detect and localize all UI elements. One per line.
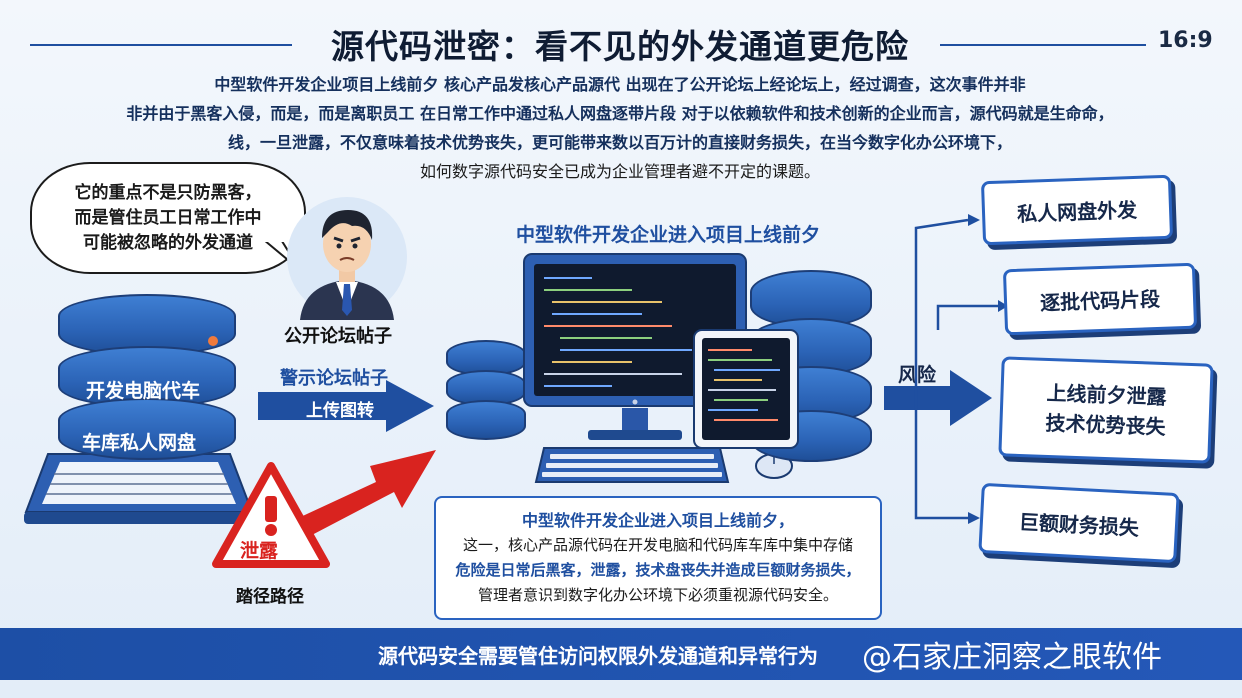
risk-box-text: 技术优势丧失 (1045, 410, 1166, 440)
bubble-line: 它的重点不是只防黑客， (74, 182, 262, 203)
bubble-line: 可能被忽略的外发通道 (83, 232, 253, 253)
keyboard-icon (534, 447, 730, 483)
intro-line: 中型软件开发企业项目上线前夕 核心产品发核心产品源代 出现在了公开论坛上经论坛上… (214, 75, 1026, 94)
branch-connector-icon (914, 214, 1008, 524)
database-label: 车库私人网盘 (82, 432, 197, 454)
database-disk (58, 346, 236, 408)
blue-arrow-right-icon (258, 380, 434, 432)
intro-line: 线，一旦泄露，不仅意味着技术优势丧失，更可能带来数以百万计的直接财务损失，在当今… (227, 133, 1012, 152)
warning-sign-text: 泄露 (240, 540, 279, 562)
footer-bar (0, 628, 1242, 680)
small-database-disk (446, 400, 526, 440)
tablet-icon (693, 329, 799, 449)
database-disk (58, 398, 236, 460)
businessman-avatar-icon (287, 197, 407, 320)
database-label: 开发电脑代车 (86, 380, 201, 402)
summary-line: 危险是日常后黑客，泄露，技术盘丧失并造成巨额财务损失， (455, 561, 861, 579)
risk-box-tech-loss: 上线前夕泄露 技术优势丧失 (998, 356, 1214, 464)
page-title: 源代码泄密：看不见的外发通道更危险 (331, 27, 909, 66)
intro-line: 非并由于黑客入侵，而是，而是离职员工 在日常工作中通过私人网盘逐带片段 对于以依… (126, 104, 1114, 123)
header-rule-right (940, 44, 1146, 46)
footer-text: 源代码安全需要管住访问权限外发通道和异常行为 (378, 644, 818, 668)
person-caption: 公开论坛帖子 (284, 326, 392, 347)
warning-caption: 踏径路径 (236, 587, 304, 607)
header-rule-left (30, 44, 292, 46)
risk-box-text: 巨额财务损失 (1018, 509, 1140, 540)
risk-arrow-icon (884, 370, 992, 426)
upload-arrow-text: 上传图转 (306, 401, 374, 421)
risk-box-financial-loss: 巨额财务损失 (978, 482, 1180, 564)
intro-line: 如何数字源代码安全已成为企业管理者避不开定的课题。 (419, 162, 820, 181)
summary-line: 中型软件开发企业进入项目上线前夕， (521, 511, 794, 530)
red-arrow-icon (294, 450, 436, 536)
center-title: 中型软件开发企业进入项目上线前夕 (516, 224, 821, 246)
laptop-icon (24, 453, 254, 524)
warning-triangle-icon (212, 462, 330, 568)
watermark-text: @石家庄洞察之眼软件 (862, 640, 1162, 675)
risk-box-text: 上线前夕泄露 (1046, 380, 1167, 410)
database-status-light-icon (208, 336, 218, 346)
bubble-line: 而是管住员工日常工作中 (74, 207, 262, 228)
risk-box-text: 私人网盘外发 (1016, 197, 1138, 226)
risk-box-code-fragments: 逐批代码片段 (1002, 262, 1198, 336)
summary-box: 中型软件开发企业进入项目上线前夕， 这一，核心产品源代码在开发电脑和代码库车库中… (434, 496, 882, 620)
aspect-ratio-label: 16:9 (1158, 28, 1213, 53)
risk-box-text: 逐批代码片段 (1039, 286, 1161, 315)
database-disk (58, 294, 236, 356)
risk-box-private-drive: 私人网盘外发 (980, 174, 1174, 246)
summary-line: 这一，核心产品源代码在开发电脑和代码库车库中集中存储 (462, 536, 853, 554)
desktop-monitor-icon (523, 253, 747, 440)
upload-arrow-label: 警示论坛帖子 (280, 368, 388, 389)
intro-paragraph: 中型软件开发企业项目上线前夕 核心产品发核心产品源代 出现在了公开论坛上经论坛上… (90, 70, 1150, 186)
summary-line: 管理者意识到数字化办公环境下必须重视源代码安全。 (477, 586, 838, 604)
